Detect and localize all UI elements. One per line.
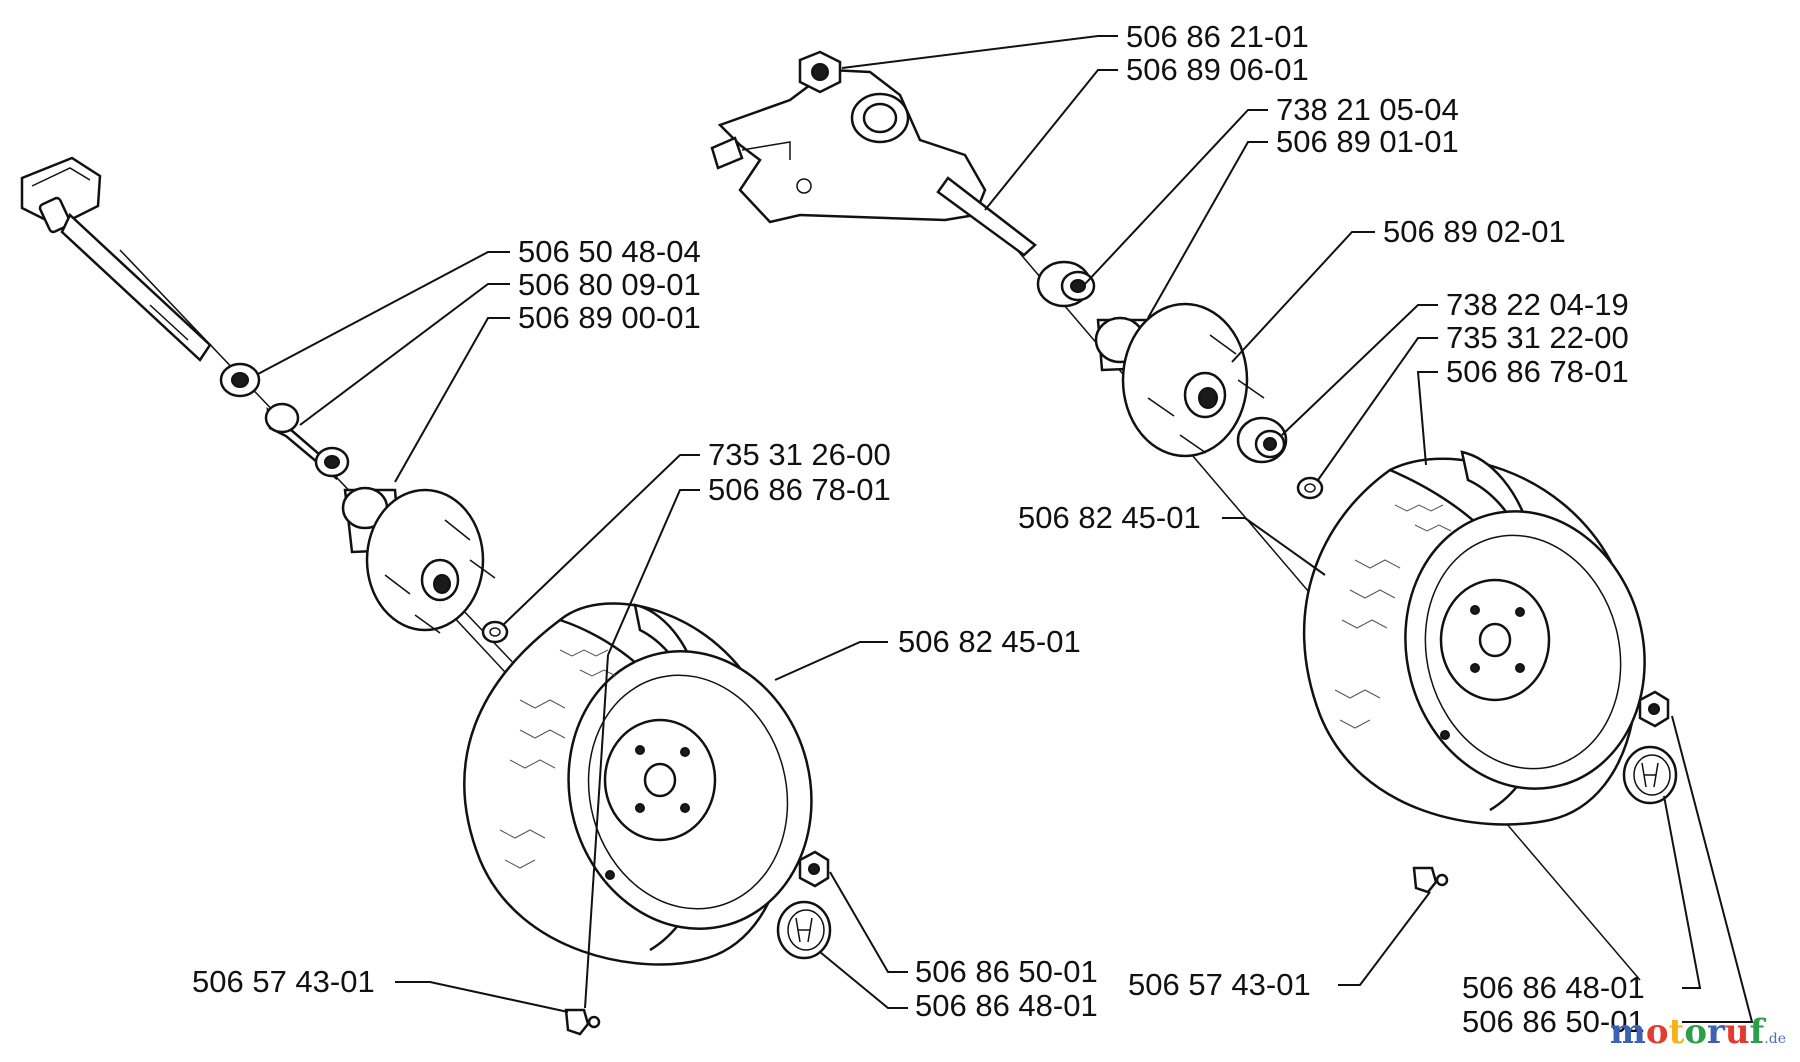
label-506-80-09-01: 506 80 09-01 xyxy=(518,267,701,302)
label-506-50-48-04: 506 50 48-04 xyxy=(518,234,701,269)
label-506-86-50-01-right: 506 86 50-01 xyxy=(1462,1004,1645,1039)
left-wheel xyxy=(463,602,813,966)
label-506-86-50-01-left: 506 86 50-01 xyxy=(915,954,1098,989)
watermark-letter: u xyxy=(1724,1012,1750,1052)
label-506-89-00-01: 506 89 00-01 xyxy=(518,300,701,335)
right-clip xyxy=(1296,476,1324,500)
left-hub xyxy=(341,486,496,634)
label-735-31-26-00: 735 31 26-00 xyxy=(708,437,891,472)
right-lug-nut xyxy=(1638,690,1670,728)
label-506-89-02-01: 506 89 02-01 xyxy=(1383,214,1566,249)
label-506-89-06-01: 506 89 06-01 xyxy=(1126,52,1309,87)
label-506-86-21-01: 506 86 21-01 xyxy=(1126,19,1309,54)
label-738-21-05-04: 738 21 05-04 xyxy=(1276,92,1459,127)
right-assembly xyxy=(710,50,1678,981)
label-506-57-43-01-right: 506 57 43-01 xyxy=(1128,967,1311,1002)
left-hub-cap xyxy=(776,900,832,960)
right-nut xyxy=(798,50,842,94)
left-spacer xyxy=(264,402,350,481)
watermark-letter: f xyxy=(1749,1012,1765,1052)
label-506-57-43-01-left: 506 57 43-01 xyxy=(192,964,375,999)
right-wheel xyxy=(1302,450,1646,826)
right-bushing xyxy=(1036,260,1096,308)
left-lug-nut xyxy=(798,850,830,888)
label-738-22-04-19: 738 22 04-19 xyxy=(1446,287,1629,322)
label-506-89-01-01: 506 89 01-01 xyxy=(1276,124,1459,159)
motoruf-watermark: motoruf.de xyxy=(1610,1012,1786,1052)
label-506-86-48-01-left: 506 86 48-01 xyxy=(915,988,1098,1023)
left-clip xyxy=(481,620,509,644)
label-735-31-22-00: 735 31 22-00 xyxy=(1446,320,1629,355)
watermark-letter: o xyxy=(1684,1012,1707,1052)
right-bracket xyxy=(710,68,1037,257)
label-506-82-45-01-left: 506 82 45-01 xyxy=(898,624,1081,659)
right-hub xyxy=(1094,302,1265,458)
watermark-letter: o xyxy=(1645,1012,1669,1052)
label-506-86-78-01-left: 506 86 78-01 xyxy=(708,472,891,507)
right-valve-stem xyxy=(1412,866,1449,894)
leader-lines xyxy=(257,35,1754,1023)
watermark-letter: m xyxy=(1609,1012,1646,1052)
part-labels: 506 50 48-04 506 80 09-01 506 89 00-01 7… xyxy=(192,19,1645,1039)
left-spindle xyxy=(20,156,212,362)
left-assembly xyxy=(20,156,832,1036)
watermark-name: motoruf xyxy=(1610,1012,1764,1052)
label-506-82-45-01-right: 506 82 45-01 xyxy=(1018,500,1201,535)
watermark-letter: t xyxy=(1668,1012,1685,1052)
label-506-86-48-01-right: 506 86 48-01 xyxy=(1462,970,1645,1005)
right-bearing xyxy=(1236,416,1288,464)
left-washer xyxy=(219,362,261,398)
right-hub-cap xyxy=(1622,745,1678,805)
watermark-letter: r xyxy=(1707,1012,1725,1052)
label-506-86-78-01-right: 506 86 78-01 xyxy=(1446,354,1629,389)
watermark-tld: .de xyxy=(1764,1031,1786,1047)
left-valve-stem xyxy=(564,1008,601,1036)
